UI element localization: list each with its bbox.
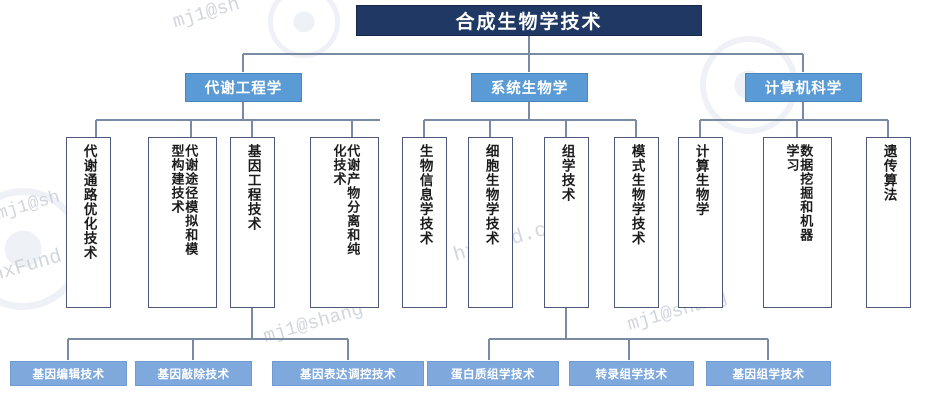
leaf-node-computational-biology[interactable]: 计算生物学 xyxy=(678,137,723,308)
leaf-node-cell-biology[interactable]: 细胞生物学技术 xyxy=(468,137,513,308)
branch-node-metabolic-engineering[interactable]: 代谢工程学 xyxy=(185,73,302,102)
leaf-node-genetic-algorithm[interactable]: 遗传算法 xyxy=(866,137,911,308)
leaf-node-metabolite-separation[interactable]: 代谢产物分离和纯 化技术 xyxy=(310,137,379,308)
leaf-node-label-col-2: 型构建技术 xyxy=(168,144,184,214)
sub-leaf-label: 基因组学技术 xyxy=(732,366,805,381)
leaf-node-label-col-2: 化技术 xyxy=(330,144,346,186)
leaf-node-label-col-1: 生物信息学技术 xyxy=(416,144,433,246)
leaf-node-label-col-1: 代谢途径模拟和模 xyxy=(182,144,198,256)
root-node[interactable]: 合成生物学技术 xyxy=(356,5,702,36)
sub-leaf-node-proteomics[interactable]: 蛋白质组学技术 xyxy=(427,361,559,386)
branch-label: 计算机科学 xyxy=(764,81,843,97)
leaf-node-model-organism-biology[interactable]: 模式生物学技术 xyxy=(614,137,659,308)
sub-leaf-node-genomics[interactable]: 基因组学技术 xyxy=(706,361,831,386)
sub-leaf-label: 基因敲除技术 xyxy=(157,366,230,381)
branch-label: 代谢工程学 xyxy=(204,81,283,97)
leaf-node-label-col-1: 基因工程技术 xyxy=(244,144,261,231)
leaf-node-label-col-1: 模式生物学技术 xyxy=(628,144,645,246)
leaf-node-genetic-engineering[interactable]: 基因工程技术 xyxy=(230,137,275,308)
root-node-label: 合成生物学技术 xyxy=(455,11,603,33)
leaf-node-label-col-2: 学习 xyxy=(783,144,799,172)
leaf-node-omics[interactable]: 组学技术 xyxy=(544,137,589,308)
sub-leaf-label: 基因表达调控技术 xyxy=(300,366,396,381)
sub-leaf-label: 转录组学技术 xyxy=(595,366,668,381)
sub-leaf-node-gene-knockout[interactable]: 基因敲除技术 xyxy=(135,361,252,386)
branch-label: 系统生物学 xyxy=(490,81,569,97)
branch-node-systems-biology[interactable]: 系统生物学 xyxy=(471,73,588,102)
sub-leaf-node-gene-expression-regulation[interactable]: 基因表达调控技术 xyxy=(272,361,424,386)
leaf-node-label-col-1: 代谢产物分离和纯 xyxy=(344,144,360,256)
leaf-node-label-col-1: 细胞生物学技术 xyxy=(482,144,499,246)
leaf-node-label-col-1: 数据挖掘和机器 xyxy=(797,144,813,242)
sub-leaf-label: 基因编辑技术 xyxy=(32,366,105,381)
leaf-node-label-col-1: 组学技术 xyxy=(558,144,575,202)
branch-node-computer-science[interactable]: 计算机科学 xyxy=(745,73,862,102)
leaf-node-bioinformatics[interactable]: 生物信息学技术 xyxy=(402,137,447,308)
leaf-node-data-mining-machine-learning[interactable]: 数据挖掘和机器 学习 xyxy=(763,137,832,308)
sub-leaf-node-transcriptomics[interactable]: 转录组学技术 xyxy=(569,361,694,386)
leaf-node-label-col-1: 代谢通路优化技术 xyxy=(80,144,97,260)
leaf-node-metabolic-pathway-simulation[interactable]: 代谢途径模拟和模 型构建技术 xyxy=(148,137,217,308)
leaf-node-metabolic-pathway-optimization[interactable]: 代谢通路优化技术 xyxy=(66,137,111,308)
sub-leaf-label: 蛋白质组学技术 xyxy=(451,366,535,381)
leaf-node-label-col-1: 遗传算法 xyxy=(880,144,897,202)
leaf-node-label-col-1: 计算生物学 xyxy=(692,144,709,217)
sub-leaf-node-gene-editing[interactable]: 基因编辑技术 xyxy=(10,361,127,386)
